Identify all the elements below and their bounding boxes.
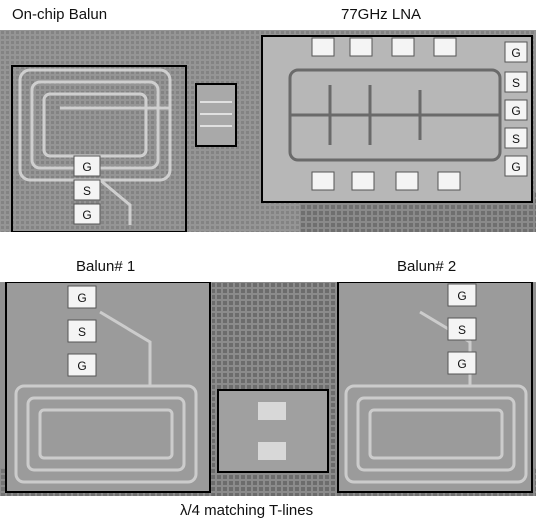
- lna-pad-3-label: G: [511, 104, 520, 118]
- balun-pad-2-label: S: [83, 184, 91, 198]
- balun-pad-3-label: G: [82, 208, 91, 222]
- balun-input-pads: G S G: [73, 155, 101, 225]
- balun1-label: Balun# 1: [76, 258, 136, 275]
- balun1-pad-2-label: S: [78, 325, 86, 339]
- balun-pad-1-label: G: [82, 160, 91, 174]
- top-micrograph: G S G S G G S G: [0, 30, 536, 232]
- lna-frame: [261, 35, 533, 203]
- balun2-label: Balun# 2: [397, 258, 457, 275]
- balun1-pad-1-label: G: [77, 291, 86, 305]
- lna-pad-2-label: S: [512, 76, 520, 90]
- balun2-pad-1-label: G: [457, 289, 466, 303]
- tlines-label: λ/4 matching T-lines: [180, 502, 314, 519]
- lna-output-pads: G S G S G: [504, 41, 528, 177]
- balun1-pads: G S G: [67, 285, 97, 377]
- lna-dc-pads: [311, 37, 461, 191]
- balun2-spiral: [344, 310, 528, 484]
- balun-frame: [11, 65, 187, 232]
- lna-pad-5-label: G: [511, 160, 520, 174]
- lna-pad-4-label: S: [512, 132, 520, 146]
- tline-pads: [258, 402, 286, 460]
- balun2-pads: G S G: [447, 283, 477, 375]
- balun2-pad-2-label: S: [458, 323, 466, 337]
- on-chip-balun-label: On-chip Balun: [12, 6, 108, 23]
- lna-circuit: [288, 68, 502, 162]
- bottom-micrograph: G S G G S G: [0, 282, 536, 496]
- balun1-pad-3-label: G: [77, 359, 86, 373]
- balun2-pad-3-label: G: [457, 357, 466, 371]
- lna-label: 77GHz LNA: [341, 6, 422, 23]
- lna-pad-1-label: G: [511, 46, 520, 60]
- balun1-spiral: [14, 310, 198, 484]
